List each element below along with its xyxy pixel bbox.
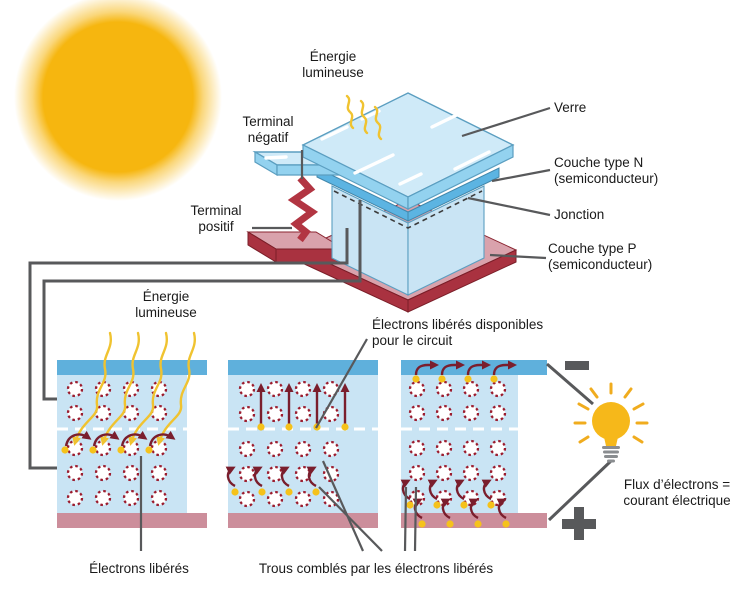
wire-positive — [28, 228, 349, 470]
panel1-p-contact-bar — [57, 513, 207, 528]
label-leader-lines — [139, 106, 551, 552]
plus-symbol — [562, 507, 596, 540]
label-holes-filled: Trous comblés par les électrons libérés — [258, 561, 494, 576]
label-positive-terminal: Terminal positif — [190, 203, 242, 234]
glass-layer — [301, 92, 515, 210]
panel1-light-rays — [72, 331, 197, 446]
n-layer-strip — [316, 167, 500, 222]
panel3-p-contact-bar — [401, 513, 547, 528]
minus-symbol — [565, 361, 589, 370]
panel-2 — [228, 360, 378, 528]
bulb-base — [602, 446, 620, 463]
label-light-energy-panel: Énergie lumineuse — [135, 289, 197, 320]
label-light-energy-cell: Énergie lumineuse — [302, 49, 364, 80]
label-freed-electrons: Électrons libérés — [89, 561, 189, 576]
label-electron-flow: Flux d’électrons = courant électrique — [623, 477, 731, 508]
solar-cell-3d — [246, 92, 518, 313]
panel-3 — [401, 360, 547, 528]
wire-negative — [42, 200, 362, 401]
light-bulb-icon — [573, 382, 649, 463]
bulb-rays — [573, 382, 649, 444]
panel3-n-contact-bar — [401, 360, 547, 375]
label-glass: Verre — [554, 100, 587, 115]
label-n-layer: Couche type N (semiconducteur) — [554, 155, 659, 186]
circuit-line-bottom — [547, 459, 613, 522]
sun — [14, 0, 222, 201]
label-p-layer: Couche type P (semiconducteur) — [548, 241, 653, 272]
positive-terminal-zigzag — [287, 175, 319, 243]
label-negative-terminal: Terminal négatif — [242, 114, 294, 145]
panel-1 — [57, 331, 207, 528]
panel2-p-contact-bar — [228, 513, 378, 528]
panel2-n-contact-bar — [228, 360, 378, 375]
label-available-electrons: Électrons libérés disponibles pour le ci… — [372, 317, 544, 348]
glass-reflections — [320, 107, 491, 186]
label-junction: Jonction — [554, 207, 605, 222]
circuit-line-top — [546, 362, 594, 406]
cell-light-squiggles — [345, 94, 383, 141]
